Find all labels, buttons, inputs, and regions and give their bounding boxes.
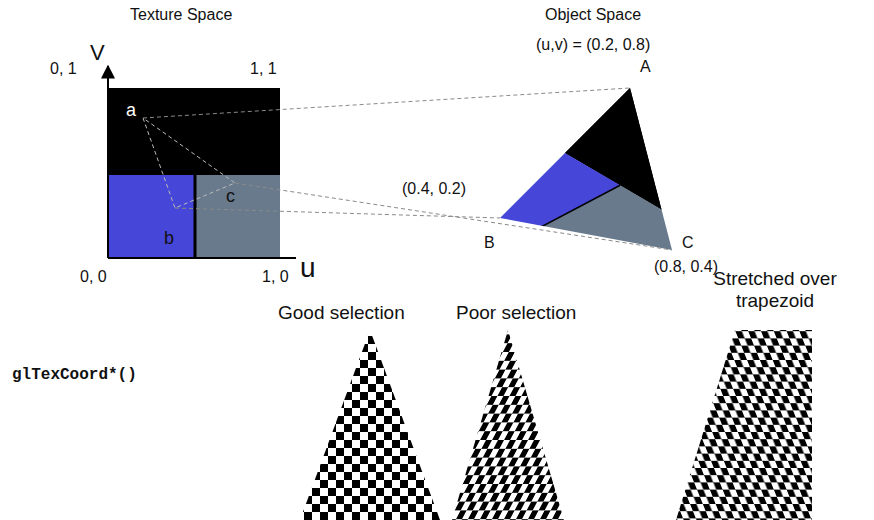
correspondence-lines	[143, 88, 672, 250]
blue-region	[0, 0, 620, 430]
point-name: a	[126, 100, 136, 121]
blue-region	[108, 175, 195, 258]
corner-coordinate: 1, 1	[250, 60, 277, 78]
texture-triangle	[143, 118, 235, 208]
vertex-name: C	[682, 234, 694, 252]
u-axis	[108, 257, 296, 259]
point-name: b	[164, 228, 174, 249]
panel-heading: Object Space	[545, 6, 641, 24]
axis-label: V	[90, 40, 105, 65]
black-region	[108, 88, 280, 175]
vertex-coordinate: (0.4, 0.2)	[402, 180, 466, 198]
vertex-name: A	[640, 58, 651, 76]
texture-square	[108, 88, 280, 258]
vertex-coordinate: (0.8, 0.4)	[654, 258, 718, 276]
grey-region	[195, 175, 280, 258]
grey-region	[157, 185, 874, 520]
point-name: c	[226, 186, 235, 207]
caption-text: Good selection	[278, 302, 405, 324]
axis-label: u	[300, 252, 316, 284]
caption-text: Stretched over trapezoid	[700, 268, 850, 312]
panel-heading: Texture Space	[130, 6, 232, 24]
vertex-name: B	[484, 234, 495, 252]
vertex-coordinate: (u,v) = (0.2, 0.8)	[536, 36, 650, 54]
divider-line	[194, 175, 197, 258]
function-name: glTexCoord*()	[12, 366, 137, 384]
corner-coordinate: 0, 0	[80, 268, 107, 286]
checker-triangle-good	[300, 330, 440, 520]
caption-text: Poor selection	[456, 302, 576, 324]
v-axis	[107, 66, 109, 258]
corner-coordinate: 1, 0	[262, 268, 289, 286]
checker-triangle-poor	[452, 330, 564, 520]
dashed-line	[143, 88, 630, 118]
corner-coordinate: 0, 1	[50, 60, 77, 78]
checker-trapezoid	[676, 330, 812, 520]
